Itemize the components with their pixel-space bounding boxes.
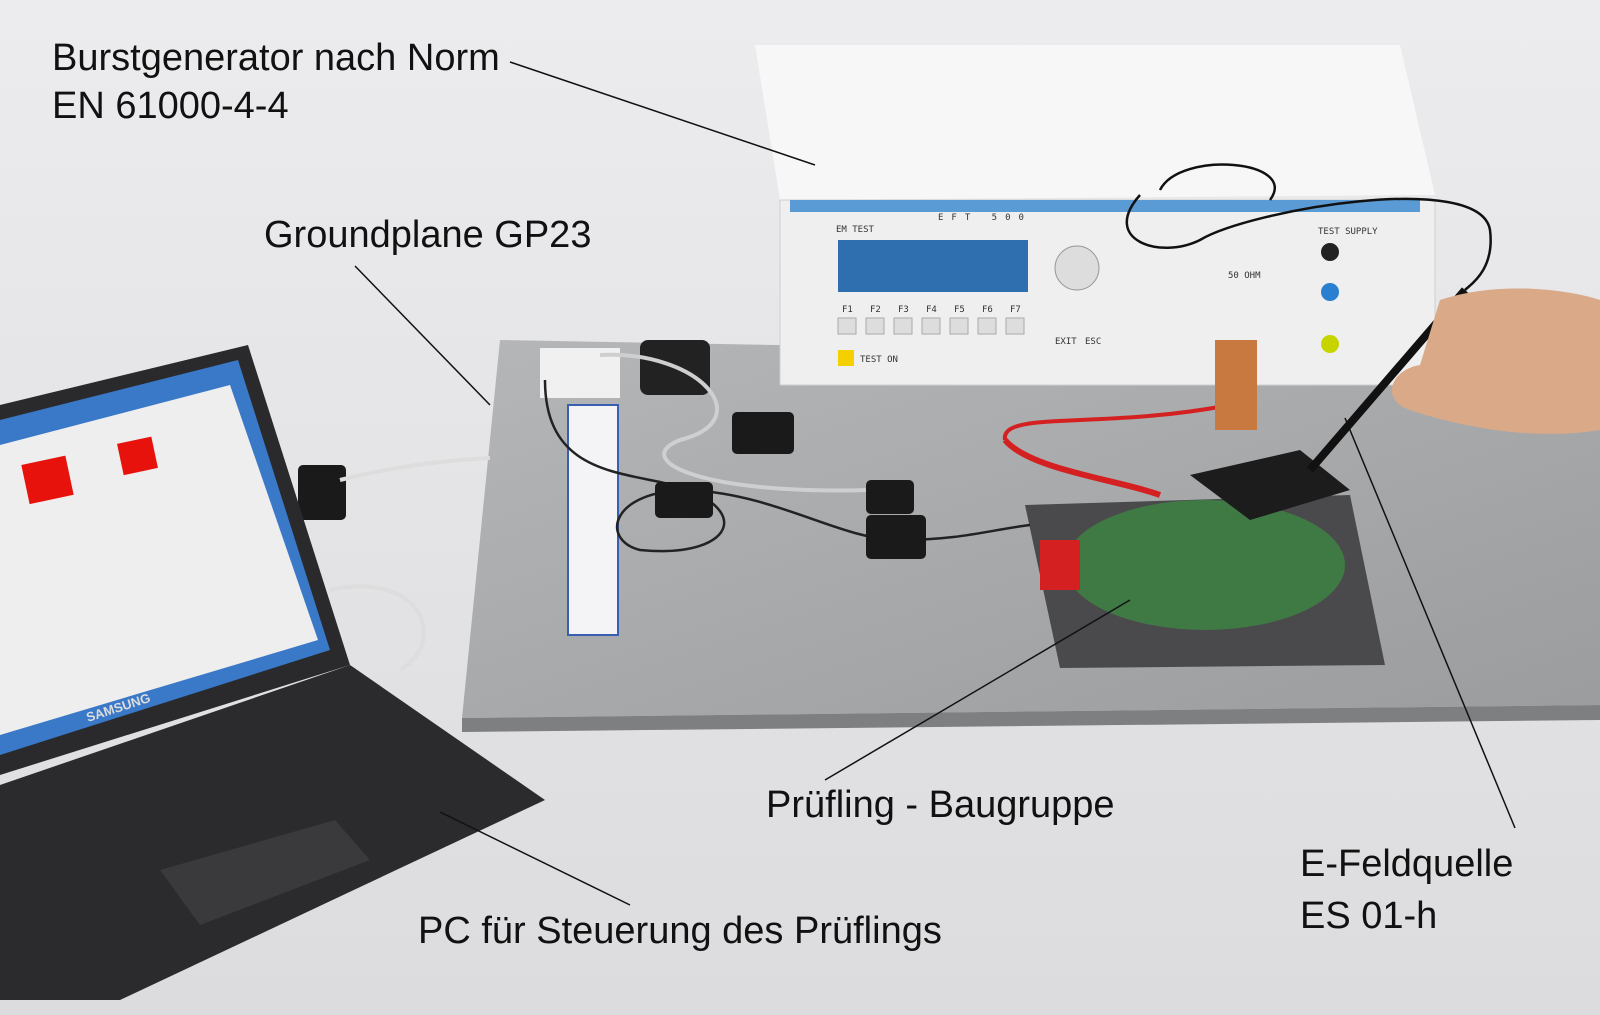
key-f7: F7 xyxy=(1010,305,1021,315)
esc-label: ESC xyxy=(1085,337,1101,347)
ohm-label: 50 OHM xyxy=(1228,271,1261,281)
test-supply-label: TEST SUPPLY xyxy=(1318,227,1378,237)
leader-efield xyxy=(1344,417,1516,829)
leader-dut xyxy=(824,599,1131,781)
label-efield-line2: ES 01-h xyxy=(1300,895,1438,937)
test-on-label: TEST ON xyxy=(860,355,898,365)
label-efield-line1: E-Feldquelle xyxy=(1300,843,1514,885)
key-f1: F1 xyxy=(842,305,853,315)
function-keys: F1 F2 F3 F4 F5 F6 F7 xyxy=(837,305,1025,335)
cables xyxy=(298,352,1031,672)
label-dut: Prüfling - Baugruppe xyxy=(766,784,1115,826)
label-generator-line2: EN 61000-4-4 xyxy=(52,85,289,127)
efield-probe xyxy=(1306,287,1600,473)
key-f2: F2 xyxy=(870,305,881,315)
burst-generator: EM TEST EFT 500 F1 F2 F3 F4 F5 F6 F7 EXI… xyxy=(755,45,1492,386)
label-pc: PC für Steuerung des Prüflings xyxy=(418,910,942,952)
label-generator: Burstgenerator nach Norm EN 61000-4-4 xyxy=(52,34,500,130)
leader-pc xyxy=(439,811,631,906)
laptop: SAMSUNG xyxy=(0,345,545,1000)
key-f3: F3 xyxy=(898,305,909,315)
label-efield: E-Feldquelle ES 01-h xyxy=(1300,838,1513,942)
leader-groundplane xyxy=(354,265,491,406)
leader-generator xyxy=(509,61,816,166)
key-f5: F5 xyxy=(954,305,965,315)
leader-lines xyxy=(354,61,1516,906)
device-model: EFT 500 xyxy=(938,213,1032,223)
device-brand: EM TEST xyxy=(836,225,875,235)
label-groundplane: Groundplane GP23 xyxy=(264,214,592,256)
key-f4: F4 xyxy=(926,305,937,315)
label-generator-line1: Burstgenerator nach Norm xyxy=(52,37,500,79)
exit-label: EXIT xyxy=(1055,337,1077,347)
key-f6: F6 xyxy=(982,305,993,315)
dut-assembly xyxy=(1002,340,1385,668)
